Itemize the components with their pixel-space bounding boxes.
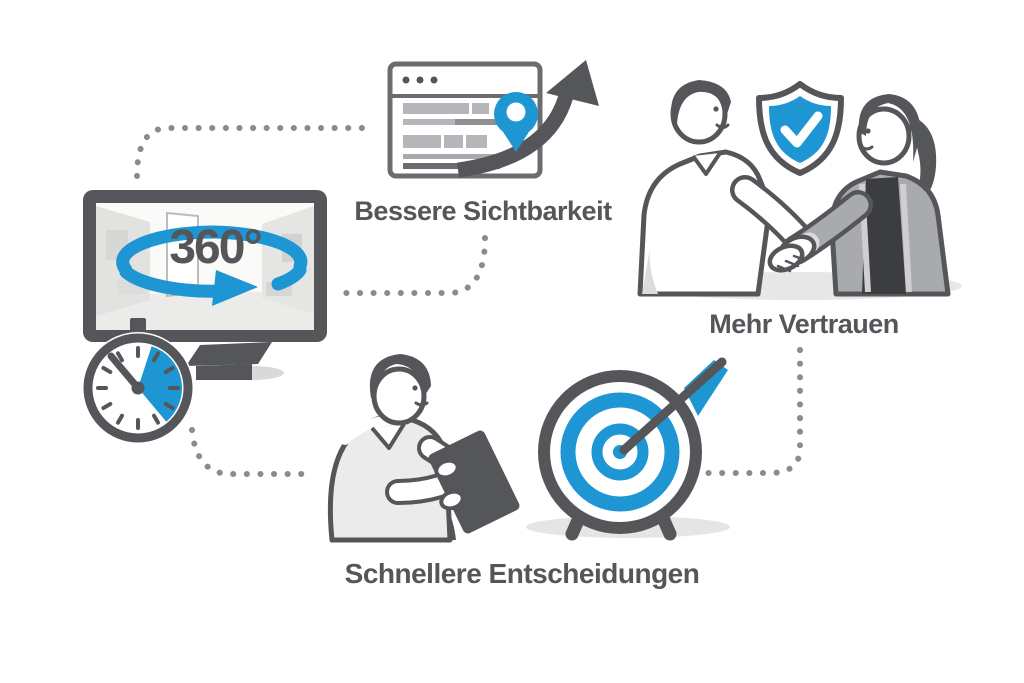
woman-ponytail bbox=[908, 118, 937, 206]
tablet bbox=[428, 430, 520, 534]
connector-stopwatch-to-person bbox=[189, 427, 305, 477]
clock-hand bbox=[107, 352, 142, 392]
degree-label: 360° bbox=[169, 221, 261, 274]
label-mehr-vertrauen: Mehr Vertrauen bbox=[709, 309, 899, 339]
stopwatch-icon bbox=[82, 318, 194, 444]
woman-hair bbox=[858, 94, 921, 162]
connector-monitor-to-browser bbox=[134, 125, 373, 179]
handshake-man bbox=[637, 80, 817, 297]
label-bessere-sichtbarkeit: Bessere Sichtbarkeit bbox=[354, 196, 612, 226]
dotted-connectors bbox=[134, 125, 803, 477]
trust-shield-icon bbox=[756, 81, 844, 176]
connector-visibility-to-monitor bbox=[337, 235, 488, 296]
label-schnellere-entscheidungen: Schnellere Entscheidungen bbox=[344, 558, 700, 589]
target-arrow-icon bbox=[526, 357, 730, 541]
arrow-shaft bbox=[619, 357, 727, 455]
monitor-360-icon: 360° bbox=[83, 190, 327, 380]
location-pin-icon bbox=[494, 92, 538, 152]
person-hair bbox=[369, 354, 431, 400]
arrow-fletching bbox=[684, 360, 728, 416]
check-icon bbox=[780, 111, 823, 148]
handshake-icon bbox=[637, 80, 962, 300]
person-tablet-icon bbox=[327, 354, 520, 543]
man-hair bbox=[671, 80, 731, 124]
connector-trust-to-target bbox=[702, 347, 803, 476]
growth-arrow-icon bbox=[456, 60, 599, 178]
woman-top bbox=[862, 177, 906, 294]
rotation-arrow-icon: 360° bbox=[116, 221, 308, 306]
browser-ranking-icon bbox=[387, 60, 599, 179]
timer-wedge bbox=[138, 346, 182, 422]
clasped-hands bbox=[767, 234, 817, 273]
clock-ticks bbox=[96, 346, 180, 430]
